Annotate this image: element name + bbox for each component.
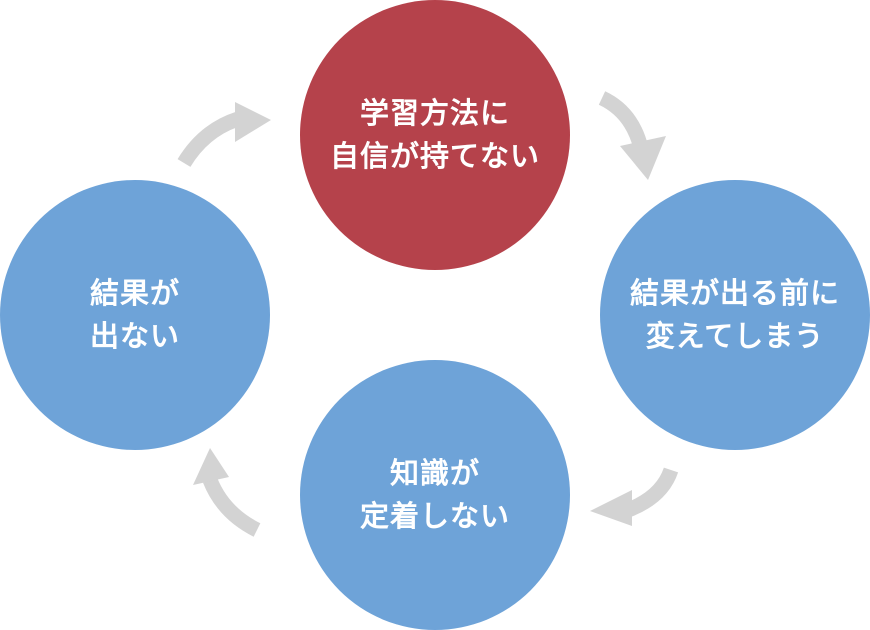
node-label-line: 出ない — [89, 319, 180, 353]
node-label-line: 変えてしまう — [645, 319, 825, 353]
node-label-line: 定着しない — [359, 499, 510, 533]
node-change-before-results: 結果が出る前に 変えてしまう — [600, 180, 870, 450]
curved-arrow-icon — [590, 467, 679, 526]
curved-arrow-icon — [598, 91, 666, 180]
node-knowledge-not-retained: 知識が 定着しない — [300, 360, 570, 630]
node-label-line: 知識が — [389, 456, 480, 490]
curved-arrow-icon — [193, 448, 261, 537]
node-label-line: 結果が出る前に — [629, 276, 840, 310]
node-label-line: 自信が持てない — [329, 139, 540, 173]
node-learning-method: 学習方法に 自信が持てない — [300, 0, 570, 270]
node-label-line: 結果が — [89, 276, 180, 310]
curved-arrow-icon — [177, 102, 271, 168]
node-label-line: 学習方法に — [359, 96, 510, 130]
node-no-results: 結果が 出ない — [0, 180, 270, 450]
